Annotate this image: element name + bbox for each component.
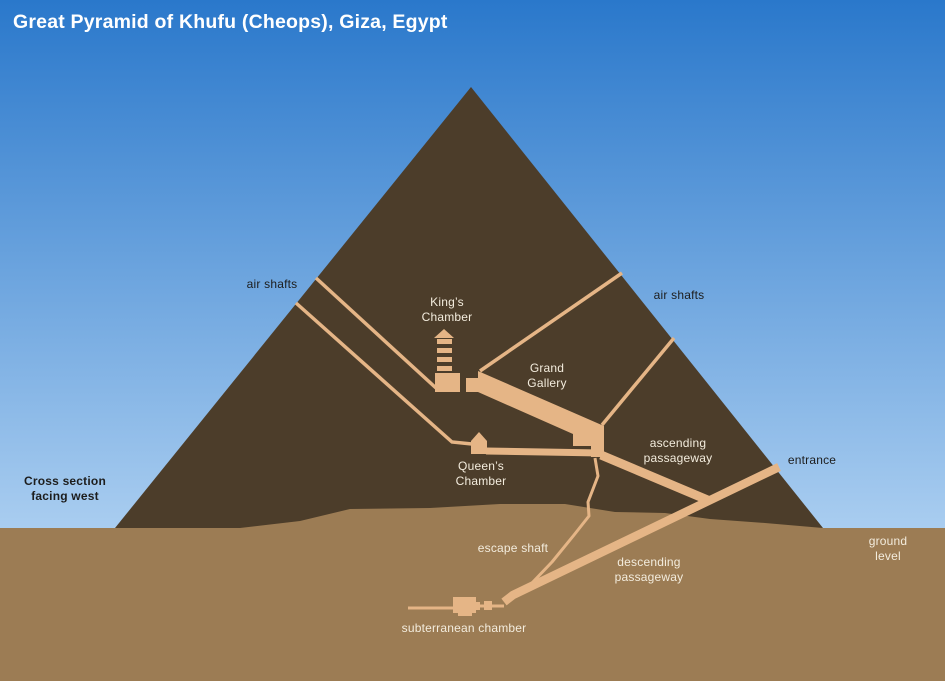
air-shaft-lower-left-shape	[294, 301, 473, 446]
interior-structures	[294, 271, 781, 616]
chamber-cap-shape	[434, 329, 454, 338]
subterranean-antechamber-shape	[484, 601, 492, 610]
air-shaft-upper-left-shape	[314, 276, 438, 390]
label-descending-passageway: descending passageway	[614, 555, 684, 584]
air-shaft-lower-right-shape	[600, 336, 676, 427]
queens-chamber-shape	[471, 432, 487, 454]
relieving-chambers-shape	[437, 339, 452, 371]
subterranean-chamber-step-shape	[476, 602, 480, 610]
diagram-title: Great Pyramid of Khufu (Cheops), Giza, E…	[13, 11, 448, 33]
grand-gallery-shape	[478, 371, 604, 457]
antechamber-shape	[466, 378, 478, 392]
kings-chamber-shape	[435, 373, 460, 392]
label-subterranean-chamber: subterranean chamber	[401, 621, 527, 635]
label-queens-chamber: Queen’s Chamber	[455, 459, 507, 488]
subterranean-chamber-shape	[453, 597, 476, 613]
ascending-passageway-shape	[599, 450, 712, 506]
queens-passage-shape	[485, 447, 602, 457]
air-shaft-upper-right-shape	[479, 271, 623, 373]
label-kings-chamber: King’s Chamber	[421, 295, 473, 324]
subterranean-chamber-pit-shape	[458, 613, 472, 616]
label-cross-section-caption: Cross section facing west	[24, 474, 106, 503]
label-ascending-passageway: ascending passageway	[643, 436, 713, 465]
label-air-shafts-right: air shafts	[653, 288, 705, 302]
label-escape-shaft: escape shaft	[477, 541, 549, 555]
label-grand-gallery: Grand Gallery	[527, 361, 567, 390]
label-ground-level: ground level	[868, 534, 908, 563]
label-entrance: entrance	[787, 453, 837, 467]
pyramid-silhouette	[115, 87, 823, 528]
label-air-shafts-left: air shafts	[246, 277, 298, 291]
escape-shaft-shape	[512, 457, 600, 597]
